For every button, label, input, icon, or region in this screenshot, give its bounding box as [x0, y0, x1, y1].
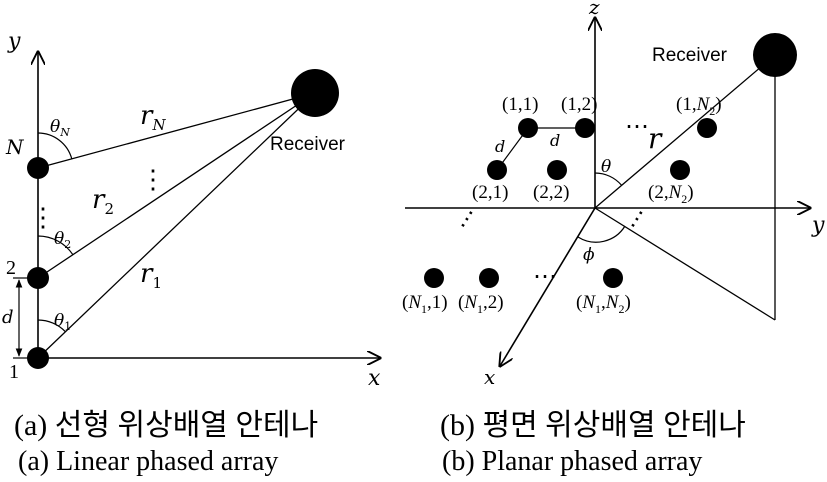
a-element-1 [27, 347, 49, 369]
b-receiver-label: Receiver [652, 45, 728, 66]
b-dots-rowN1: ⋯ [533, 264, 557, 290]
a-range-line-2 [37, 92, 316, 279]
caption-b-english: (b) Planar phased array [442, 446, 703, 477]
b-dots-row1: ⋯ [625, 114, 649, 140]
b-theta-arc [594, 172, 623, 186]
b-element-label-1-1: (1,1) [502, 94, 538, 115]
b-theta-label: θ [601, 157, 611, 177]
a-angle-arc-2 [37, 235, 74, 256]
b-element-label-1-N2: (1,N2) [676, 94, 722, 118]
panel-b-planar-array: z y x θ ϕ Receiver r d d (1,1) [402, 0, 825, 389]
b-element-label-N1-1: (N1,1) [402, 292, 448, 316]
b-x-axis-label: x [484, 365, 495, 389]
b-y-axis-label: y [811, 213, 825, 238]
a-angle-label-2: θ2 [54, 229, 71, 251]
a-range-label-2: r2 [92, 185, 114, 218]
a-element-label-2: 2 [6, 257, 16, 279]
b-phi-label: ϕ [583, 245, 595, 265]
a-angle-arc-1 [37, 319, 66, 333]
b-element-2-N2 [670, 160, 690, 180]
a-spacing-label: d [2, 307, 14, 328]
a-receiver-label: Receiver [270, 134, 346, 155]
b-receiver [753, 33, 797, 77]
b-element-N1-N2 [603, 268, 623, 288]
b-element-N1-1 [424, 268, 444, 288]
b-z-axis-label: z [588, 0, 600, 19]
b-range-label: r [648, 122, 663, 155]
a-x-axis-label: x [368, 366, 381, 391]
a-angle-label-1: θ1 [54, 311, 71, 333]
b-spacing-label-horiz: d [550, 131, 560, 150]
a-element-N [27, 157, 49, 179]
a-vertical-dots: ⋮ [30, 203, 56, 232]
caption-a-korean: (a) 선형 위상배열 안테나 [14, 409, 319, 442]
caption-a-english: (a) Linear phased array [18, 446, 279, 477]
a-range-label-N: rN [140, 101, 166, 134]
a-element-2 [27, 267, 49, 289]
b-element-N1-2 [479, 268, 499, 288]
b-spacing-label-diag: d [495, 137, 505, 156]
a-receiver [291, 69, 339, 117]
b-element-2-1 [487, 160, 507, 180]
a-range-line-1 [37, 92, 316, 359]
a-angle-arc-N [37, 132, 73, 160]
b-element-2-2 [547, 160, 567, 180]
b-element-label-2-N2: (2,N2) [648, 182, 694, 206]
b-element-1-N2 [697, 118, 717, 138]
a-element-label-N: N [5, 135, 25, 159]
a-angle-label-N: θN [50, 117, 70, 139]
b-phi-arc [577, 225, 626, 243]
panel-a-linear-array: y x d N 2 1 ⋮ ⋮ Receiver rN r2 r1 θN θ2 [2, 29, 381, 391]
b-element-label-2-2: (2,2) [533, 182, 569, 203]
b-x-axis [500, 207, 596, 366]
b-element-label-2-1: (2,1) [472, 182, 508, 203]
b-range-line [594, 54, 776, 209]
b-element-1-2 [575, 118, 595, 138]
b-element-1-1 [518, 118, 538, 138]
a-y-axis-label: y [7, 29, 21, 54]
b-element-label-N1-N2: (N1,N2) [576, 292, 631, 316]
b-element-label-N1-2: (N1,2) [458, 292, 504, 316]
a-range-dots: ⋮ [140, 165, 166, 194]
a-range-label-1: r1 [140, 259, 162, 292]
a-element-label-1: 1 [9, 361, 19, 383]
caption-b-korean: (b) 평면 위상배열 안테나 [440, 409, 746, 442]
a-range-line-N [37, 92, 316, 169]
b-element-label-1-2: (1,2) [561, 94, 597, 115]
